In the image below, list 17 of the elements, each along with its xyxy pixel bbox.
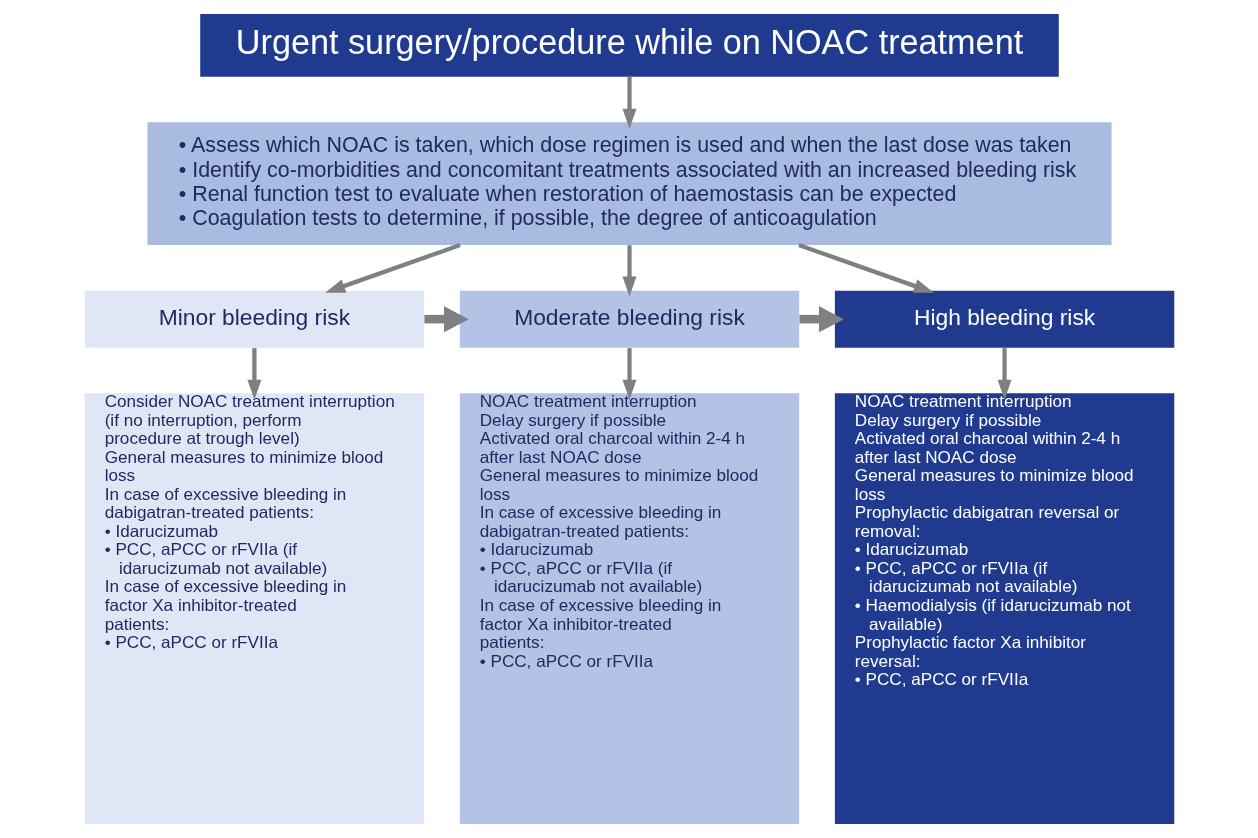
- arrow: [622, 76, 636, 129]
- arrow: [246, 348, 261, 400]
- node-box: Minor bleeding risk: [84, 290, 424, 348]
- arrow: [423, 306, 469, 333]
- node-box: Moderate bleeding risk: [459, 290, 799, 348]
- arrow: [622, 245, 636, 297]
- arrow: [797, 243, 934, 293]
- node-box: High bleeding risk: [834, 290, 1174, 348]
- arrow: [798, 306, 844, 333]
- node-box: NOAC treatment interruption Delay surgery if possible Activated oral charcoal within 2-4 h after last NOAC dose General measures to minimize blood loss Prophylactic dabigatran reversal or removal: • Idarucizumab • PCC, aPCC or rFVIIa (if idarucizumab not available) • Haemodialysis (if idarucizumab not available) Prophylactic factor Xa inhibitor reversal: • PCC, aPCC or rFVIIa: [834, 393, 1174, 825]
- node-box: • Assess which NOAC is taken, which dose regimen is used and when the last dose was taken • Identify co-morbidities and concomitant treatments associated with an increased bleeding risk • Renal function test to evaluate when restoration of haemostasis can be expected • Coagulation tests to determine, if possible, the degree of anticoagulation: [146, 122, 1112, 245]
- node-box: Consider NOAC treatment interruption (if no interruption, perform procedure at trough level) General measures to minimize blood loss In case of excessive bleeding in dabigatran-treated patients: • Idarucizumab • PCC, aPCC or rFVIIa (if idarucizumab not available) In case of excessive bleeding in factor Xa inhibitor-treated patients: • PCC, aPCC or rFVIIa: [84, 393, 424, 825]
- arrow: [622, 348, 636, 400]
- arrow: [997, 348, 1012, 400]
- node-box: Urgent surgery/procedure while on NOAC treatment: [199, 13, 1059, 77]
- node-box: NOAC treatment interruption Delay surgery if possible Activated oral charcoal within 2-4 h after last NOAC dose General measures to minimize blood loss In case of excessive bleeding in dabigatran-treated patients: • Idarucizumab • PCC, aPCC or rFVIIa (if idarucizumab not available) In case of excessive bleeding in factor Xa inhibitor-treated patients: • PCC, aPCC or rFVIIa: [459, 393, 799, 825]
- arrow: [324, 243, 461, 293]
